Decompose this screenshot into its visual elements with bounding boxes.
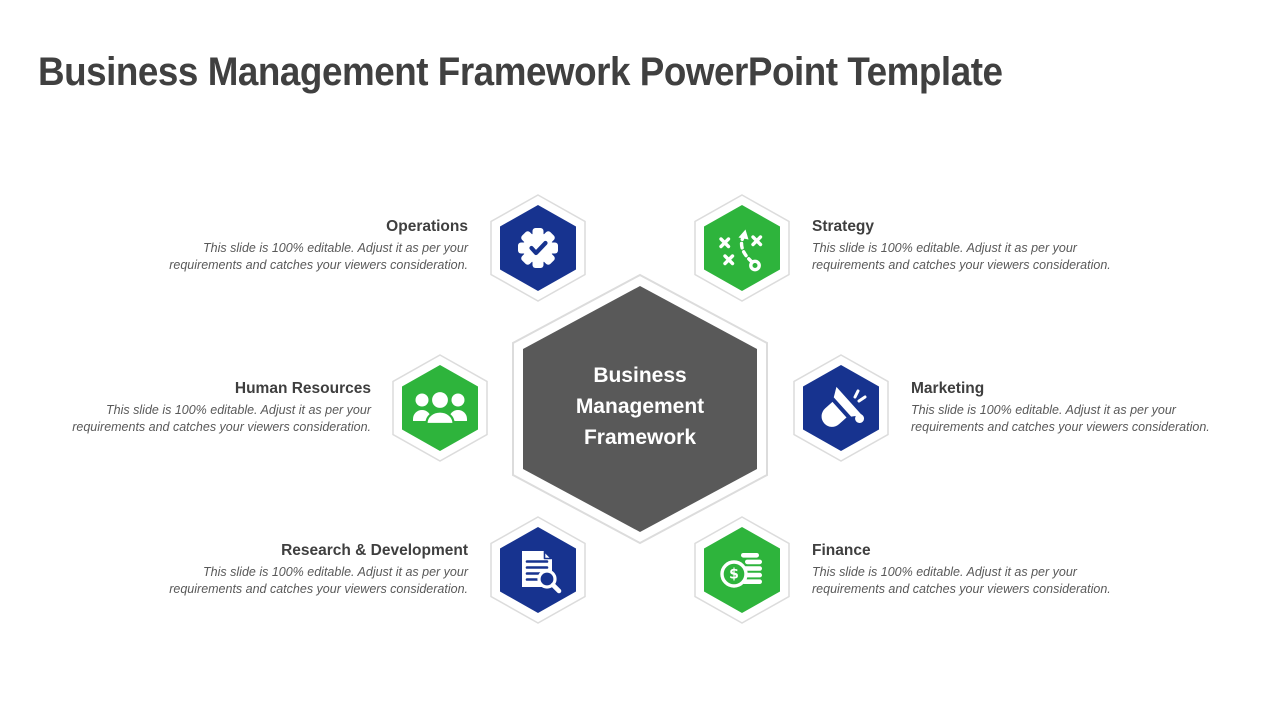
center-hexagon-label: Business Management Framework — [575, 364, 705, 449]
strategy-text-block: Strategy This slide is 100% editable. Ad… — [812, 217, 1122, 274]
svg-text:$: $ — [729, 567, 739, 583]
strategy-description: This slide is 100% editable. Adjust it a… — [812, 241, 1111, 272]
strategy-hexagon — [694, 194, 790, 302]
operations-description: This slide is 100% editable. Adjust it a… — [169, 241, 468, 272]
center-hexagon — [512, 273, 768, 545]
gear-check-icon — [518, 228, 558, 268]
operations-label: Operations — [386, 218, 468, 235]
strategy-label: Strategy — [812, 218, 875, 235]
marketing-hexagon — [793, 354, 889, 462]
research-development-label: Research & Development — [281, 542, 468, 559]
marketing-label: Marketing — [911, 380, 985, 397]
operations-text-block: Operations This slide is 100% editable. … — [158, 217, 468, 274]
megaphone-icon — [821, 386, 867, 427]
research-development-hexagon — [490, 516, 586, 624]
slide-title: Business Management Framework PowerPoint… — [38, 50, 1003, 94]
research-development-text-block: Research & Development This slide is 100… — [158, 541, 468, 598]
marketing-text-block: Marketing This slide is 100% editable. A… — [911, 379, 1221, 436]
human-resources-hexagon — [392, 354, 488, 462]
finance-text-block: Finance This slide is 100% editable. Adj… — [812, 541, 1122, 598]
finance-label: Finance — [812, 542, 871, 559]
human-resources-text-block: Human Resources This slide is 100% edita… — [61, 379, 371, 436]
human-resources-label: Human Resources — [234, 380, 371, 397]
document-search-icon — [522, 550, 562, 594]
center-hexagon-fill — [523, 286, 757, 532]
coins-icon: $ — [720, 553, 762, 588]
marketing-description: This slide is 100% editable. Adjust it a… — [911, 403, 1210, 434]
finance-description: This slide is 100% editable. Adjust it a… — [812, 565, 1111, 596]
operations-hexagon — [490, 194, 586, 302]
human-resources-description: This slide is 100% editable. Adjust it a… — [72, 403, 371, 434]
research-development-description: This slide is 100% editable. Adjust it a… — [169, 565, 468, 596]
finance-hexagon: $ — [694, 516, 790, 624]
team-icon — [413, 389, 467, 426]
strategy-route-icon — [719, 229, 763, 272]
